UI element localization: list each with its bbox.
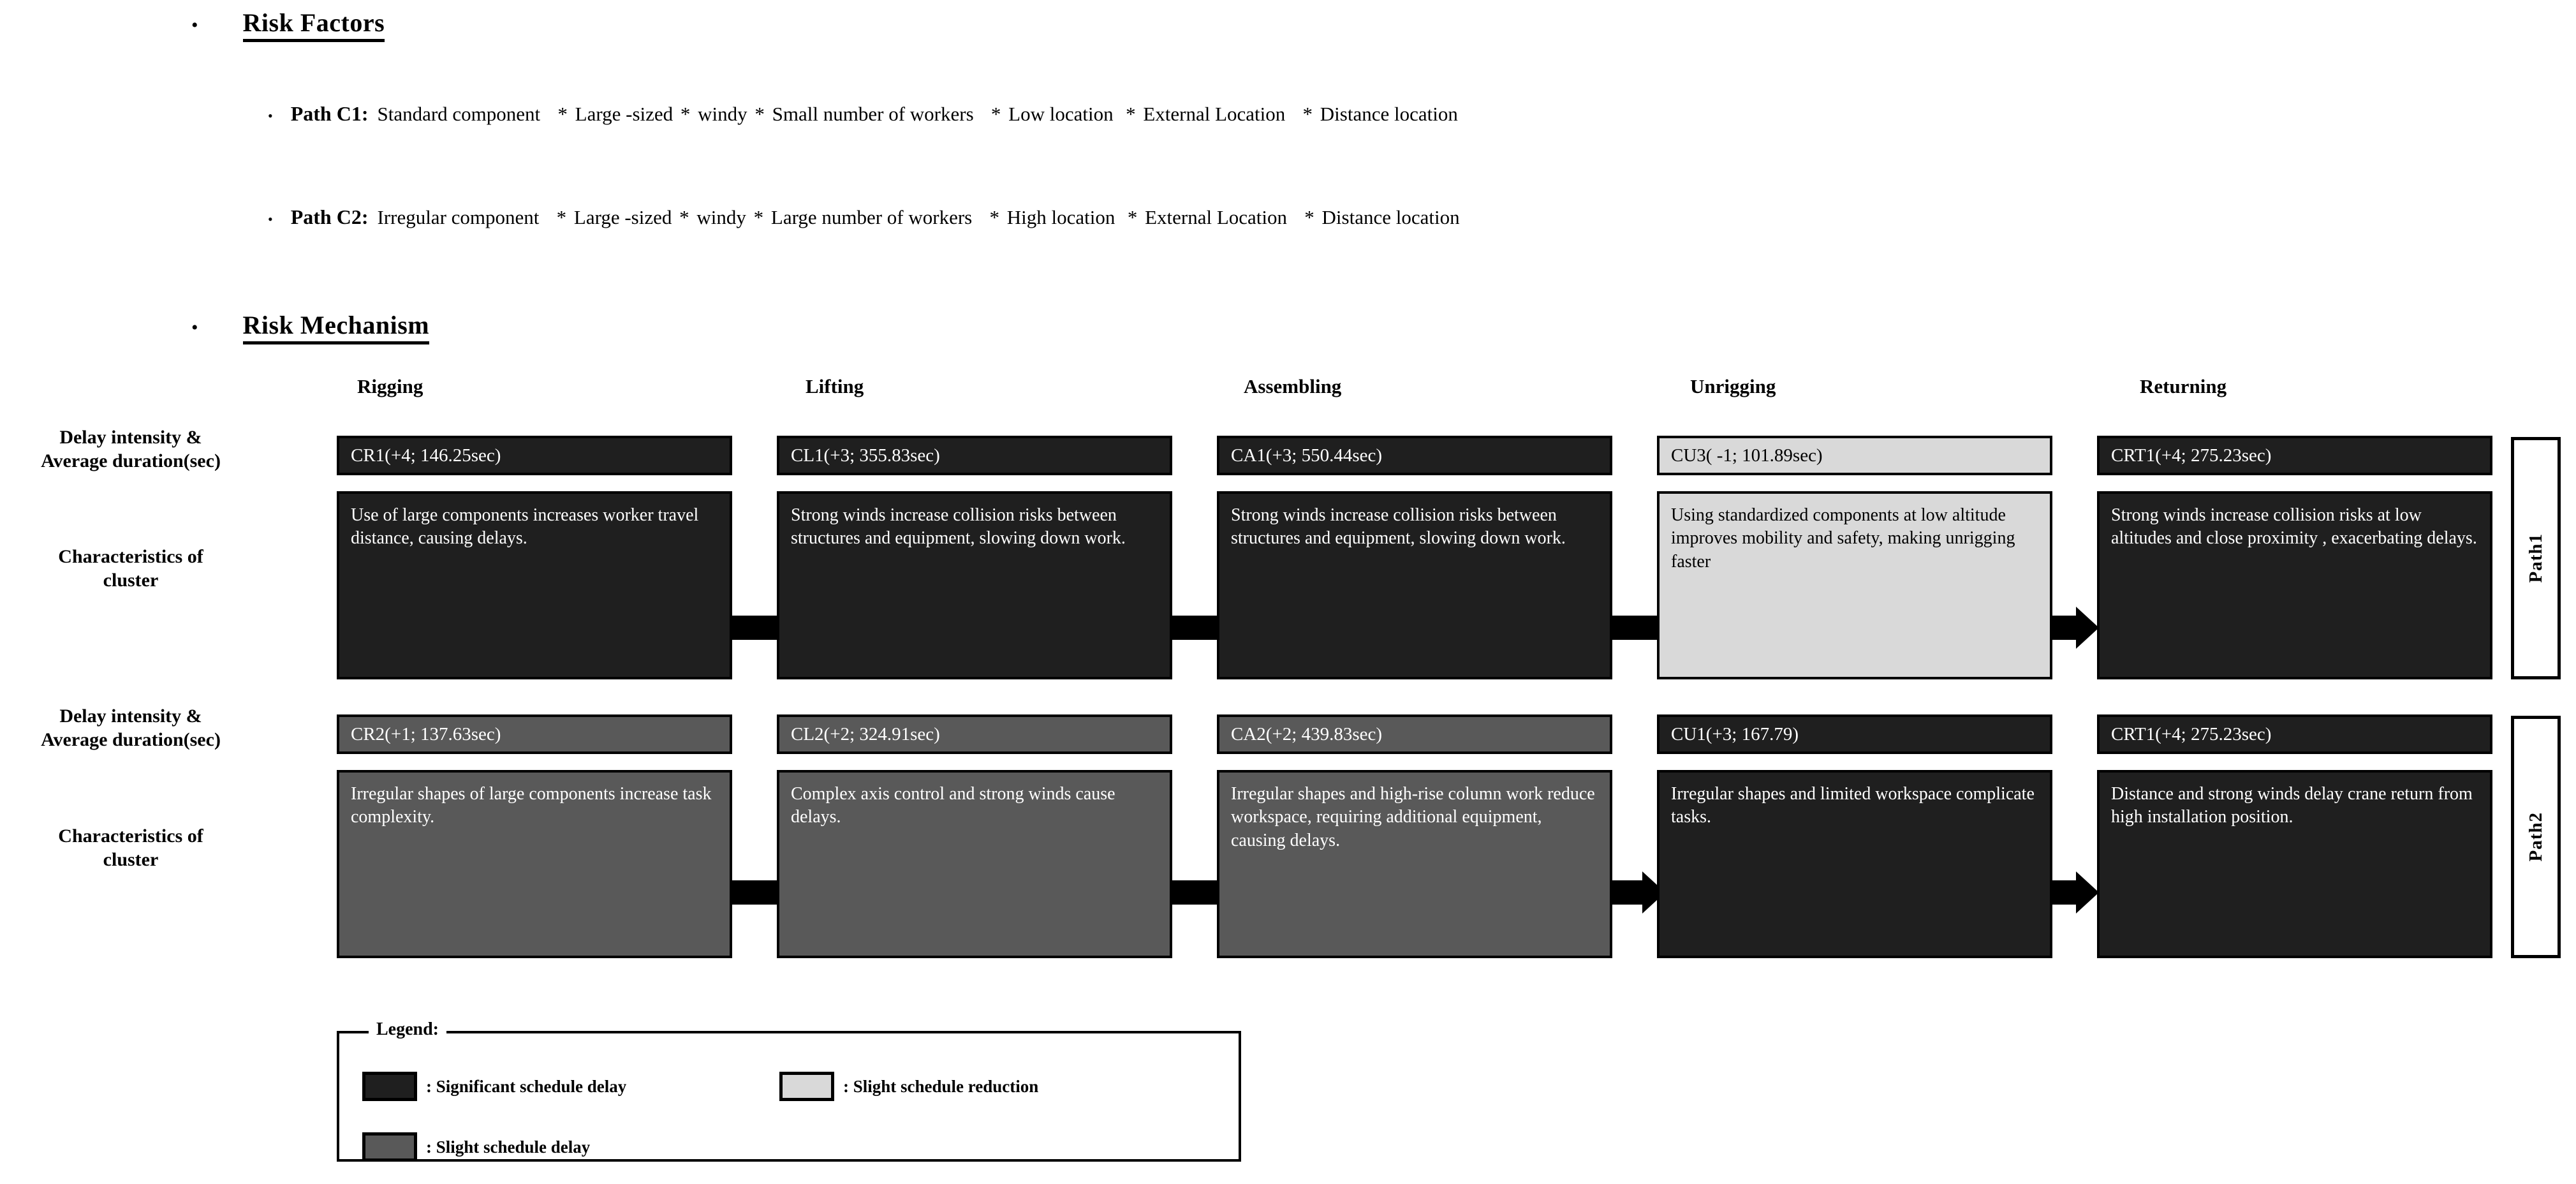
risk-factor: Standard component [377, 103, 541, 125]
risk-factors-title: Risk Factors [242, 8, 385, 42]
column-header-assembling: Assembling [1244, 375, 1342, 397]
row-label-delay-intensity-2: Delay intensity & Average duration(sec) [41, 706, 221, 750]
row-label-delay-intensity-1: Delay intensity & Average duration(sec) [41, 427, 221, 471]
separator-star: * [679, 206, 689, 228]
separator-star: * [1293, 103, 1313, 125]
risk-factor: Small number of workers [772, 103, 974, 125]
risk-mechanism-title: Risk Mechanism [242, 310, 430, 344]
risk-factor: Large number of workers [770, 206, 973, 228]
separator-star: * [547, 206, 567, 228]
desc-box-path1-returning[interactable]: Strong winds increase collision risks at… [2097, 491, 2492, 679]
connector-rigging-lifting-1 [730, 616, 781, 640]
code-box-path2-assembling[interactable]: CA2(+2; 439.83sec) [1217, 714, 1612, 754]
code-box-path2-lifting[interactable]: CL2(+2; 324.91sec) [777, 714, 1172, 754]
desc-box-path2-lifting[interactable]: Complex axis control and strong winds ca… [777, 770, 1172, 958]
legend-title: Legend: [369, 1019, 446, 1040]
risk-factor: Irregular component [377, 206, 540, 228]
connector-lifting-assembling-1 [1170, 616, 1221, 640]
path-c1-row: • Path C1: Standard component * Large -s… [268, 102, 1458, 126]
path-c2-items: Irregular component * Large -sized * win… [377, 206, 1459, 229]
desc-box-path2-assembling[interactable]: Irregular shapes and high-rise column wo… [1217, 770, 1612, 958]
desc-box-path1-lifting[interactable]: Strong winds increase collision risks be… [777, 491, 1172, 679]
risk-factor: Low location [1008, 103, 1114, 125]
legend-label: : Slight schedule delay [426, 1137, 591, 1157]
code-box-path1-returning[interactable]: CRT1(+4; 275.23sec) [2097, 436, 2492, 475]
column-header-lifting: Lifting [806, 375, 864, 397]
bullet-icon: • [268, 108, 273, 124]
arrow-head-icon [2076, 607, 2099, 649]
connector-lifting-assembling-2 [1170, 880, 1221, 905]
code-box-path2-unrigging[interactable]: CU1(+3; 167.79) [1657, 714, 2052, 754]
bullet-icon: • [191, 15, 198, 36]
separator-star: * [753, 206, 764, 228]
column-header-returning: Returning [2140, 375, 2227, 397]
risk-factor: High location [1006, 206, 1115, 228]
legend-item-slight-reduction: : Slight schedule reduction [779, 1072, 1038, 1101]
connector-rigging-lifting-2 [730, 880, 781, 905]
risk-factor: Large -sized [573, 206, 672, 228]
risk-factors-heading: • Risk Factors [191, 8, 385, 42]
code-box-path1-unrigging[interactable]: CU3( -1; 101.89sec) [1657, 436, 2052, 475]
risk-factor: Distance location [1320, 103, 1458, 125]
code-box-path1-lifting[interactable]: CL1(+3; 355.83sec) [777, 436, 1172, 475]
separator-star: * [680, 103, 691, 125]
path-label-path1: Path1 [2525, 533, 2546, 583]
risk-factor: External Location [1143, 103, 1286, 125]
legend-swatch-mid-icon [362, 1132, 417, 1162]
legend-item-slight-delay: : Slight schedule delay [362, 1132, 590, 1162]
path-c2-label: Path C2: [290, 205, 369, 228]
row-label-characteristics-2: Characteristics of cluster [58, 825, 203, 870]
path-c1-label: Path C1: [290, 102, 369, 125]
risk-factor: windy [696, 206, 746, 228]
connector-assembling-unrigging-2 [1610, 880, 1642, 905]
separator-star: * [979, 206, 999, 228]
column-header-rigging: Rigging [357, 375, 423, 397]
risk-factor: Large -sized [575, 103, 673, 125]
legend-label: : Significant schedule delay [426, 1076, 627, 1096]
path-label-path2: Path2 [2525, 812, 2546, 862]
arrow-head-icon [2076, 871, 2099, 914]
code-box-path2-rigging[interactable]: CR2(+1; 137.63sec) [337, 714, 732, 754]
desc-box-path2-unrigging[interactable]: Irregular shapes and limited workspace c… [1657, 770, 2052, 958]
path-c1-items: Standard component * Large -sized * wind… [377, 103, 1457, 126]
separator-star: * [754, 103, 765, 125]
desc-box-path1-unrigging[interactable]: Using standardized components at low alt… [1657, 491, 2052, 679]
risk-factor: windy [698, 103, 747, 125]
bullet-icon: • [191, 317, 198, 338]
legend-swatch-dark-icon [362, 1072, 417, 1101]
legend: Legend: : Significant schedule delay : S… [337, 1019, 1241, 1162]
row-label-characteristics-1: Characteristics of cluster [58, 546, 203, 591]
desc-box-path1-rigging[interactable]: Use of large components increases worker… [337, 491, 732, 679]
path-label-box-path2: Path2 [2511, 716, 2561, 958]
path-label-box-path1: Path1 [2511, 437, 2561, 679]
risk-factor: Distance location [1321, 206, 1460, 228]
desc-box-path2-returning[interactable]: Distance and strong winds delay crane re… [2097, 770, 2492, 958]
legend-item-significant-delay: : Significant schedule delay [362, 1072, 626, 1101]
code-box-path1-rigging[interactable]: CR1(+4; 146.25sec) [337, 436, 732, 475]
separator-star: * [1122, 206, 1138, 228]
desc-box-path1-assembling[interactable]: Strong winds increase collision risks be… [1217, 491, 1612, 679]
risk-factor: External Location [1145, 206, 1288, 228]
column-header-unrigging: Unrigging [1690, 375, 1776, 397]
code-box-path2-returning[interactable]: CRT1(+4; 275.23sec) [2097, 714, 2492, 754]
path-c2-row: • Path C2: Irregular component * Large -… [268, 205, 1460, 229]
legend-swatch-light-icon [779, 1072, 834, 1101]
desc-box-path2-rigging[interactable]: Irregular shapes of large components inc… [337, 770, 732, 958]
separator-star: * [1121, 103, 1136, 125]
separator-star: * [981, 103, 1001, 125]
code-box-path1-assembling[interactable]: CA1(+3; 550.44sec) [1217, 436, 1612, 475]
separator-star: * [1294, 206, 1314, 228]
separator-star: * [547, 103, 568, 125]
risk-mechanism-heading: • Risk Mechanism [191, 310, 430, 344]
bullet-icon: • [268, 211, 273, 227]
connector-assembling-unrigging-1 [1610, 616, 1661, 640]
legend-label: : Slight schedule reduction [843, 1076, 1039, 1096]
